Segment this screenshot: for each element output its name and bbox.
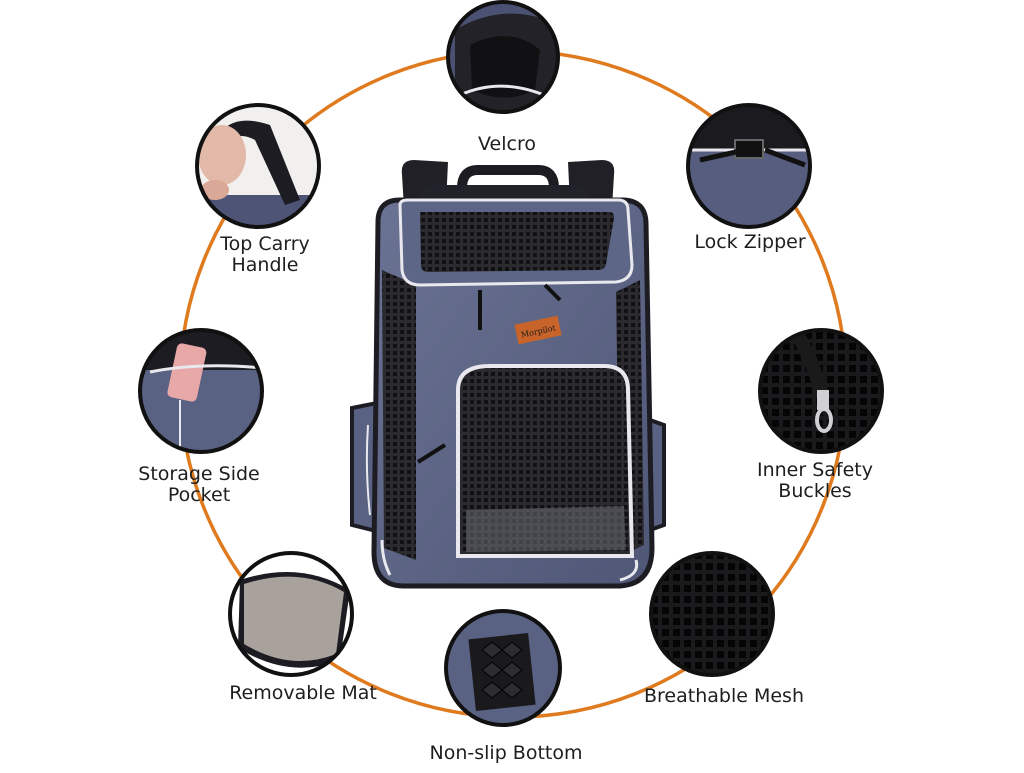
non-slip-bottom-photo — [444, 609, 562, 727]
label-non-slip-bottom: Non-slip Bottom — [429, 742, 583, 764]
velcro-photo — [446, 0, 560, 114]
label-top-carry-handle: Top Carry Handle — [220, 233, 310, 276]
removable-mat-photo — [228, 551, 354, 677]
lock-zipper-photo — [686, 103, 812, 229]
storage-side-pocket-photo — [138, 328, 264, 454]
backpack-image: Morpilot — [350, 160, 666, 589]
breathable-mesh-photo — [649, 551, 775, 677]
top-carry-handle-photo — [195, 103, 321, 229]
label-storage-side-pocket: Storage Side Pocket — [138, 463, 260, 506]
label-removable-mat: Removable Mat — [229, 682, 377, 704]
inner-safety-buckles-photo — [758, 328, 884, 454]
label-inner-safety-buckles: Inner Safety Buckles — [756, 459, 873, 502]
label-lock-zipper: Lock Zipper — [694, 231, 806, 253]
label-velcro: Velcro — [478, 133, 536, 155]
label-breathable-mesh: Breathable Mesh — [644, 685, 804, 707]
